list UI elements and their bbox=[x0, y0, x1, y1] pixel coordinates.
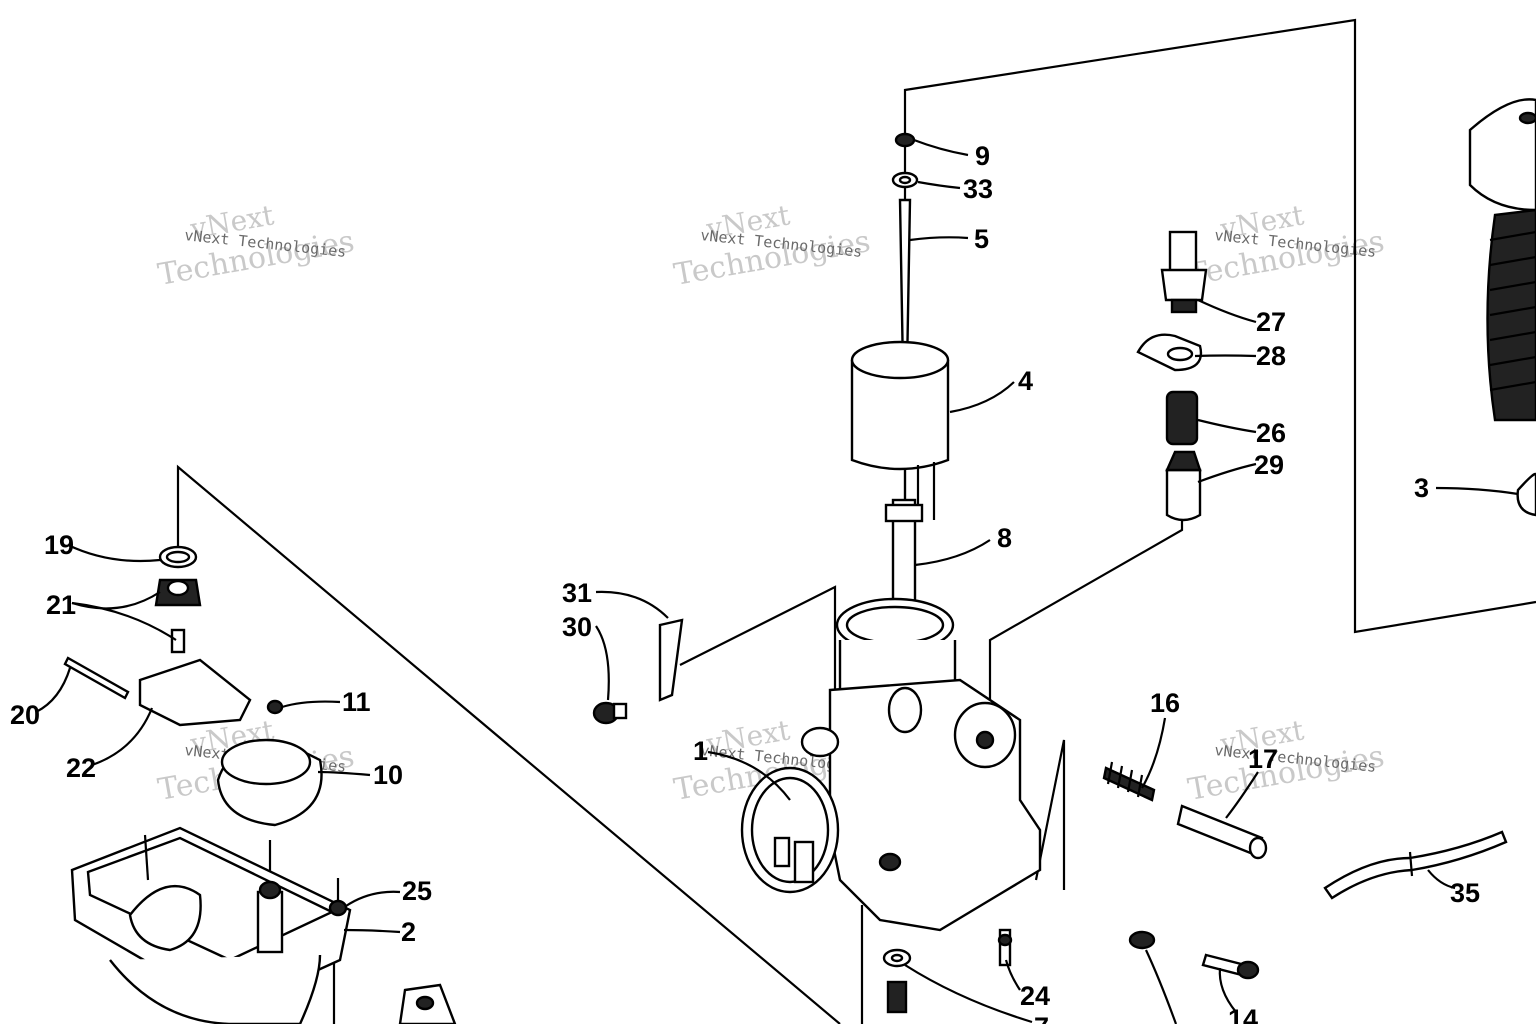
callout-4: 4 bbox=[1018, 366, 1033, 396]
leader-lines bbox=[35, 138, 1519, 1024]
part-19-o-ring bbox=[158, 545, 198, 569]
callout-5: 5 bbox=[974, 224, 989, 254]
callout-25: 25 bbox=[402, 876, 432, 906]
callout-3: 3 bbox=[1414, 473, 1429, 503]
part-4-throttle-valve bbox=[850, 340, 950, 520]
callout-33: 33 bbox=[963, 174, 993, 204]
part-21-needle-valve bbox=[154, 578, 202, 654]
callout-16: 16 bbox=[1150, 688, 1180, 718]
callout-11: 11 bbox=[342, 687, 371, 717]
callout-14: 14 bbox=[1228, 1004, 1258, 1024]
callout-1: 1 bbox=[693, 736, 708, 766]
callout-labels: 9 33 5 4 8 27 28 26 29 3 31 30 1 16 17 3… bbox=[10, 141, 1480, 1024]
callout-9: 9 bbox=[975, 141, 990, 171]
part-1-carburetor-body bbox=[740, 597, 1042, 932]
part-26-spring bbox=[1165, 390, 1199, 446]
callout-7: 7 bbox=[1034, 1012, 1049, 1024]
part-7-main-jet bbox=[886, 980, 908, 1014]
part-9-nut bbox=[894, 132, 916, 148]
callout-28: 28 bbox=[1256, 341, 1286, 371]
callout-17: 17 bbox=[1248, 744, 1278, 774]
callout-20: 20 bbox=[10, 700, 40, 730]
callout-19: 19 bbox=[44, 530, 74, 560]
callout-27: 27 bbox=[1256, 307, 1286, 337]
part-22-float-arm bbox=[138, 658, 252, 727]
part-30-screw bbox=[592, 701, 628, 725]
callout-35: 35 bbox=[1450, 878, 1480, 908]
part-28-gasket bbox=[1136, 333, 1203, 372]
part-27-fitting bbox=[1160, 230, 1208, 314]
callout-2: 2 bbox=[401, 917, 416, 947]
part-16-spring bbox=[1102, 761, 1156, 802]
part-31-bracket bbox=[658, 618, 684, 702]
callout-24: 24 bbox=[1020, 981, 1050, 1011]
part-11-pin bbox=[266, 699, 284, 715]
part-25-screw bbox=[328, 878, 348, 917]
callout-29: 29 bbox=[1254, 450, 1284, 480]
callout-10: 10 bbox=[373, 760, 403, 790]
part-cap-and-spring bbox=[1468, 98, 1536, 422]
part-35-tube bbox=[1323, 830, 1508, 900]
part-10-float bbox=[216, 738, 323, 827]
part-29-plunger bbox=[1165, 450, 1202, 522]
callout-26: 26 bbox=[1256, 418, 1286, 448]
callout-30: 30 bbox=[562, 612, 592, 642]
part-bracket-lower bbox=[398, 983, 457, 1024]
part-2-float-bowl bbox=[70, 826, 352, 1024]
part-3-clip bbox=[1516, 472, 1536, 517]
part-washer-lower bbox=[882, 948, 912, 968]
part-14-air-screw bbox=[1201, 953, 1260, 980]
callout-31: 31 bbox=[562, 578, 592, 608]
callout-8: 8 bbox=[997, 523, 1012, 553]
part-24-pilot-jet bbox=[997, 928, 1013, 967]
part-spring-lower bbox=[1128, 930, 1156, 950]
part-20-float-pin bbox=[63, 656, 130, 700]
part-17-throttle-stop-screw bbox=[1176, 804, 1268, 860]
part-33-washer bbox=[891, 171, 919, 189]
callout-22: 22 bbox=[66, 753, 96, 783]
callout-21: 21 bbox=[46, 590, 76, 620]
